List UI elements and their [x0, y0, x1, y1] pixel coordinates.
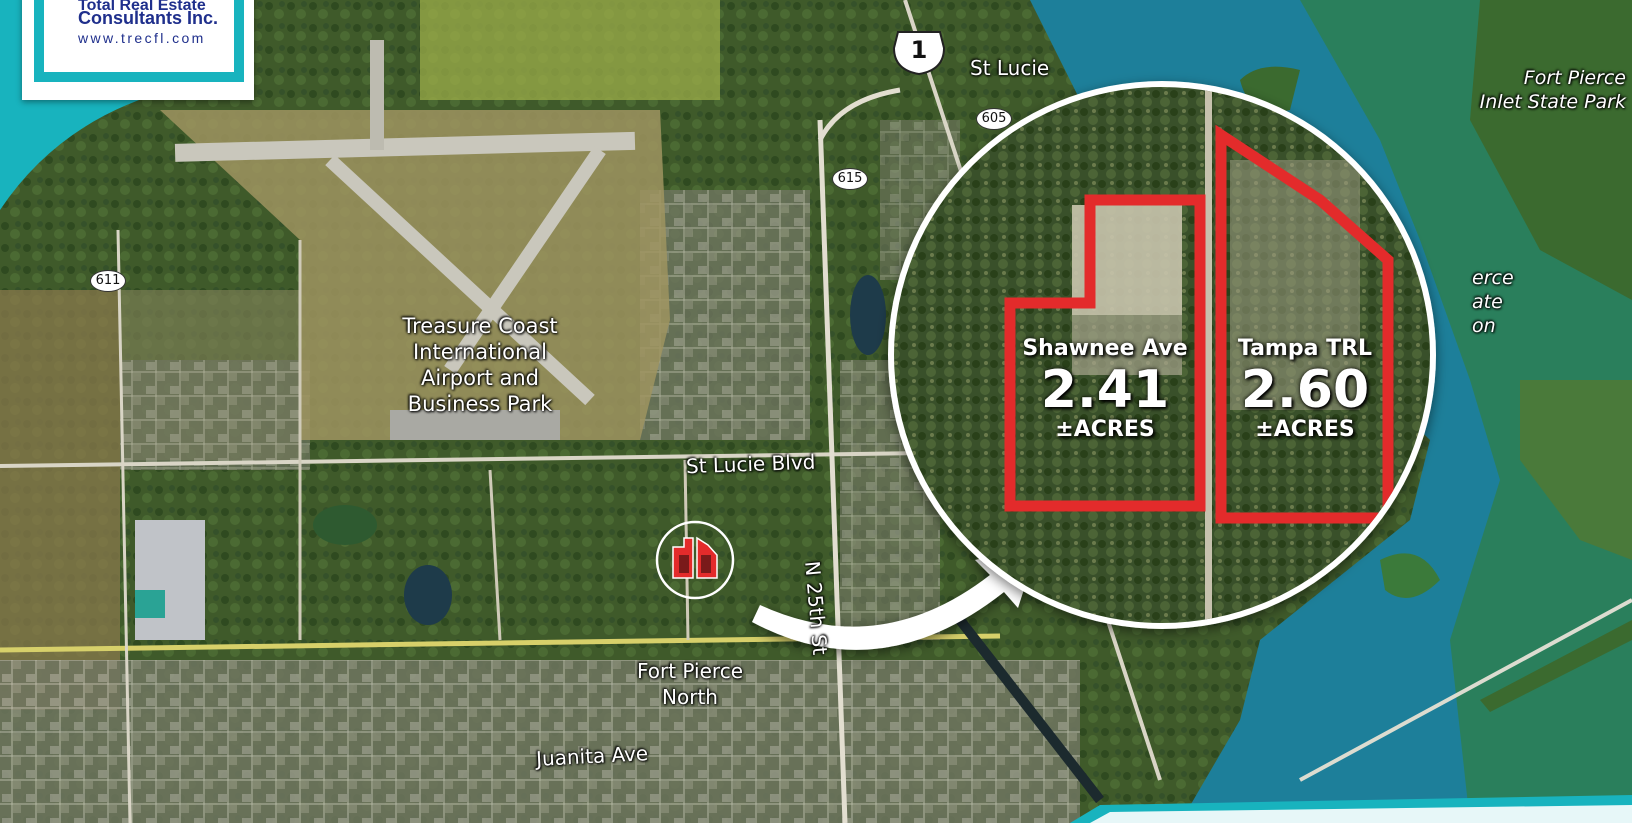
label-fort-pierce-north: Fort Pierce North [636, 659, 743, 709]
logo-line2: Consultants Inc. [78, 8, 219, 28]
parcel-street-shawnee: Shawnee Ave [1022, 336, 1188, 361]
parcel-outline-shawnee[interactable] [1004, 194, 1206, 512]
logo-line1: Total Real Estate [78, 0, 206, 14]
parcel-outline-tampa[interactable] [1215, 124, 1394, 524]
parcel-unit-tampa: ±ACRES [1255, 417, 1355, 442]
parcel-acres-shawnee: 2.41 [1040, 360, 1170, 420]
parcel-street-tampa: Tampa TRL [1237, 336, 1373, 361]
us1-shield: 1 [910, 36, 928, 64]
parcel-acres-tampa: 2.60 [1240, 360, 1370, 420]
label-partial-park: erce ate on [1472, 267, 1514, 337]
route-605-shield: 605 [976, 108, 1012, 130]
label-st-lucie-blvd: St Lucie Blvd [685, 449, 816, 479]
logo-frame [34, 0, 244, 82]
company-logo: Total Real Estate Consultants Inc. www.t… [22, 0, 254, 100]
route-611-shield: 611 [90, 270, 126, 292]
parcel-zoom-inset [888, 81, 1436, 629]
parcel-marker-icon[interactable] [672, 536, 718, 579]
label-fort-pierce-inlet: Fort Pierce Inlet State Park [1479, 67, 1626, 113]
logo-website: www.trecfl.com [78, 30, 206, 46]
parcel-label-shawnee: Shawnee Ave 2.41 ±ACRES [1010, 336, 1200, 441]
parcel-label-tampa: Tampa TRL 2.60 ±ACRES [1221, 336, 1389, 441]
parcel-unit-shawnee: ±ACRES [1055, 417, 1155, 442]
label-airport: Treasure Coast International Airport and… [402, 314, 558, 416]
label-st-lucie: St Lucie [970, 56, 1050, 80]
route-615-shield: 615 [832, 168, 868, 190]
